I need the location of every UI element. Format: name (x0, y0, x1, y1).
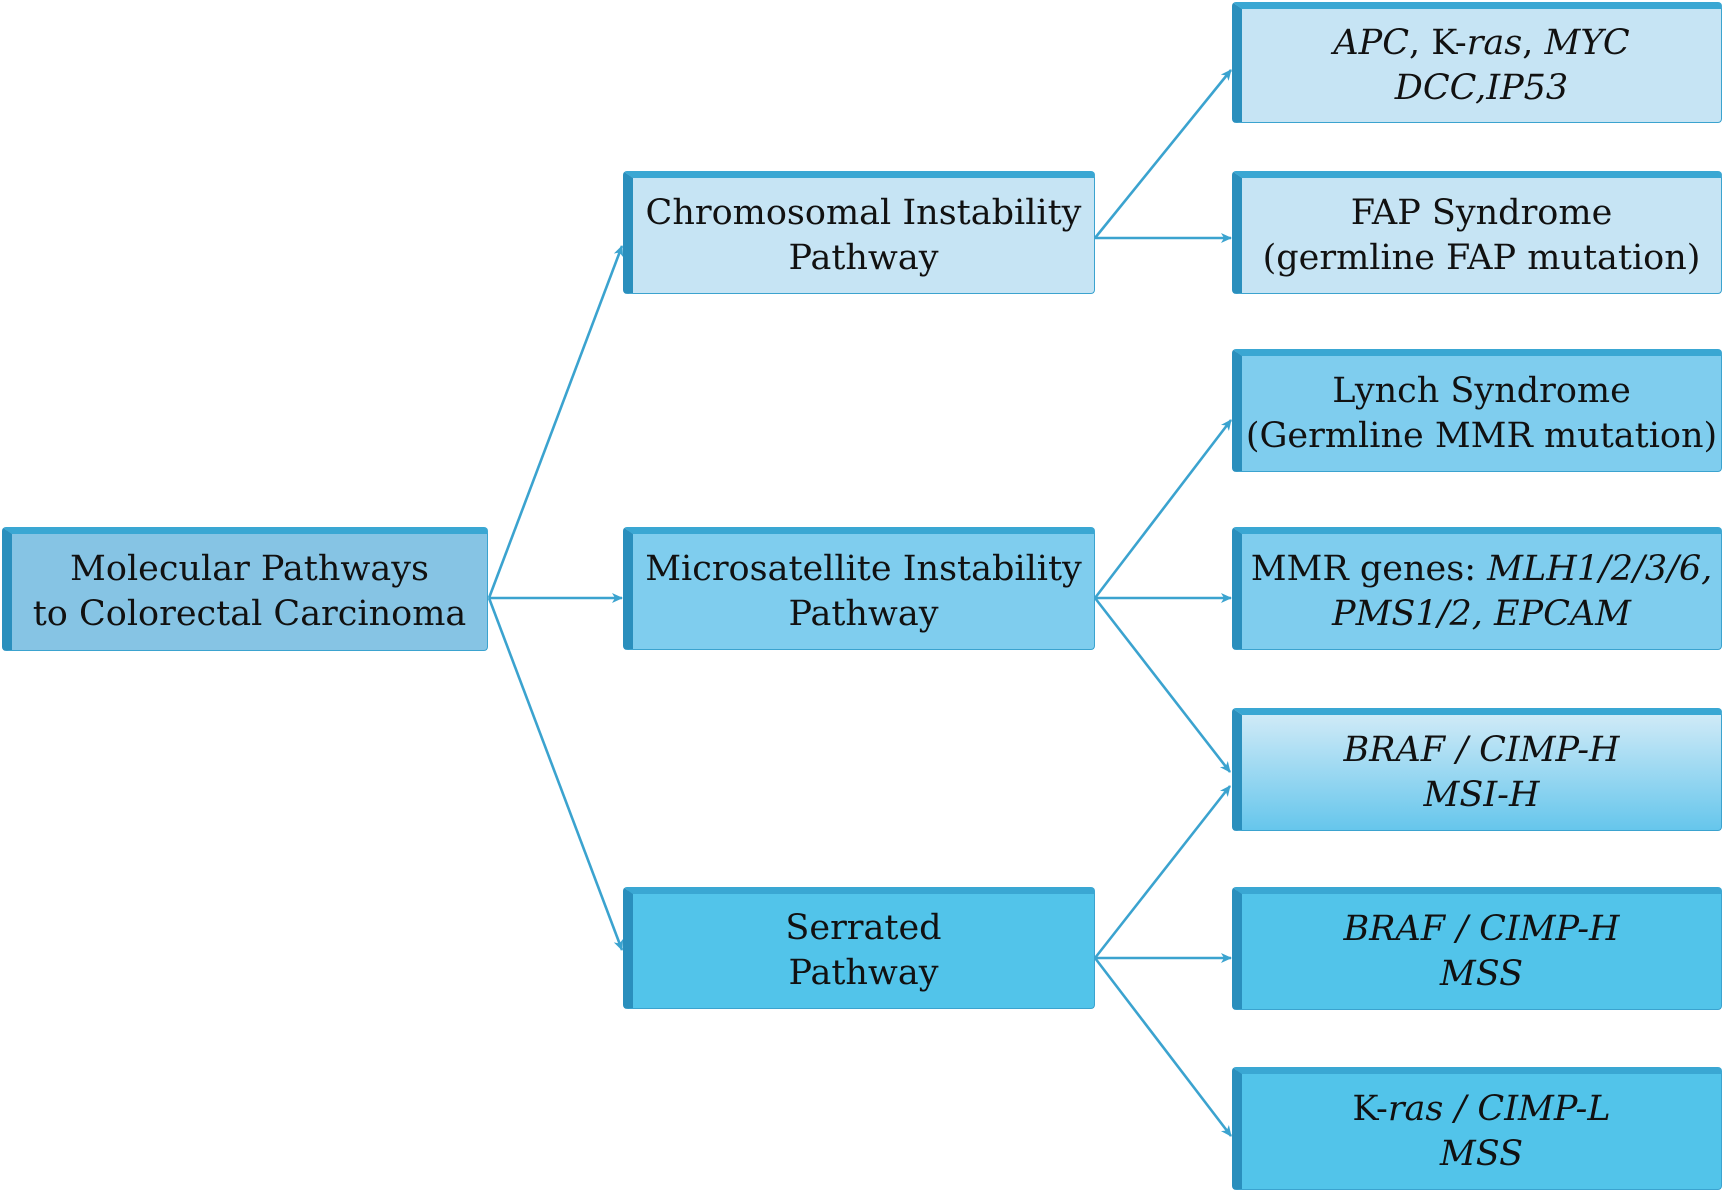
kras-mss-box: K-ras / CIMP-L MSS (1232, 1067, 1722, 1190)
root-title-line2: to Colorectal Carcinoma (32, 594, 467, 634)
serrated-pathway-box: Serrated Pathway (623, 887, 1095, 1009)
cin-genes-line2: DCC,IP53 (1394, 67, 1569, 108)
fap-line1: FAP Syndrome (1350, 192, 1613, 233)
microsatellite-instability-box: Microsatellite Instability Pathway (623, 527, 1095, 650)
mmr-genes-line1: MMR genes: MLH1/2/3/6, (1251, 547, 1713, 592)
cin-genes-line1: APC, K-ras, MYC (1333, 21, 1629, 66)
lynch-line1: Lynch Syndrome (1332, 370, 1631, 411)
braf-msih-line2: MSI-H (1423, 774, 1540, 815)
mmr-genes-prefix: MMR genes: (1250, 548, 1488, 589)
separator-comma-2: , (1522, 22, 1545, 63)
braf-msih-line1: BRAF / CIMP-H (1343, 729, 1620, 770)
fap-line2: (germline FAP mutation) (1262, 237, 1701, 278)
kras-cimp-l: / CIMP-L (1443, 1088, 1611, 1129)
chromosomal-instability-box: Chromosomal Instability Pathway (623, 171, 1095, 294)
root-box: Molecular Pathways to Colorectal Carcino… (2, 527, 488, 651)
serrated-label-line1: Serrated (785, 908, 942, 948)
msi-label-line2: Pathway (788, 593, 939, 634)
gene-k-prefix: K- (1431, 22, 1467, 63)
mmr-genes-mlh: MLH1/2/3/6, (1487, 548, 1713, 589)
cin-genes-box: APC, K-ras, MYC DCC,IP53 (1232, 2, 1722, 123)
braf-msih-box: BRAF / CIMP-H MSI-H (1232, 708, 1722, 831)
root-title-line1: Molecular Pathways (70, 549, 429, 589)
arrow-serrated-to-braf-msih (1093, 785, 1232, 959)
separator-comma-1: , (1408, 22, 1432, 63)
kras-mss-line2: MSS (1439, 1133, 1524, 1174)
braf-mss-line2: MSS (1439, 953, 1524, 994)
lynch-syndrome-box: Lynch Syndrome (Germline MMR mutation) (1232, 349, 1722, 472)
braf-mss-box: BRAF / CIMP-H MSS (1232, 887, 1722, 1010)
arrow-msi-to-braf-msih (1093, 597, 1232, 773)
arrow-root-to-serrated (487, 597, 624, 951)
serrated-label-line2: Pathway (788, 953, 939, 993)
lynch-line2: (Germline MMR mutation) (1245, 415, 1718, 456)
cin-label-line1: Chromosomal Instability (645, 192, 1082, 233)
kras-mss-line1: K-ras / CIMP-L (1352, 1087, 1610, 1132)
mmr-genes-box: MMR genes: MLH1/2/3/6, PMS1/2, EPCAM (1232, 527, 1722, 650)
kras-ras: ras (1387, 1088, 1444, 1129)
arrow-msi-to-lynch (1093, 419, 1233, 599)
mmr-genes-line2: PMS1/2, EPCAM (1332, 593, 1631, 634)
arrow-serrated-to-kras-mss (1093, 957, 1233, 1137)
kras-k-prefix: K- (1352, 1088, 1388, 1129)
gene-myc: MYC (1544, 22, 1630, 63)
gene-ras: ras (1466, 22, 1523, 63)
fap-syndrome-box: FAP Syndrome (germline FAP mutation) (1232, 171, 1722, 294)
gene-apc: APC (1333, 22, 1409, 63)
msi-label-line1: Microsatellite Instability (645, 548, 1082, 589)
arrow-cin-to-genes (1093, 69, 1233, 239)
cin-label-line2: Pathway (788, 237, 939, 278)
arrow-root-to-cin (487, 245, 624, 599)
braf-mss-line1: BRAF / CIMP-H (1343, 908, 1620, 949)
